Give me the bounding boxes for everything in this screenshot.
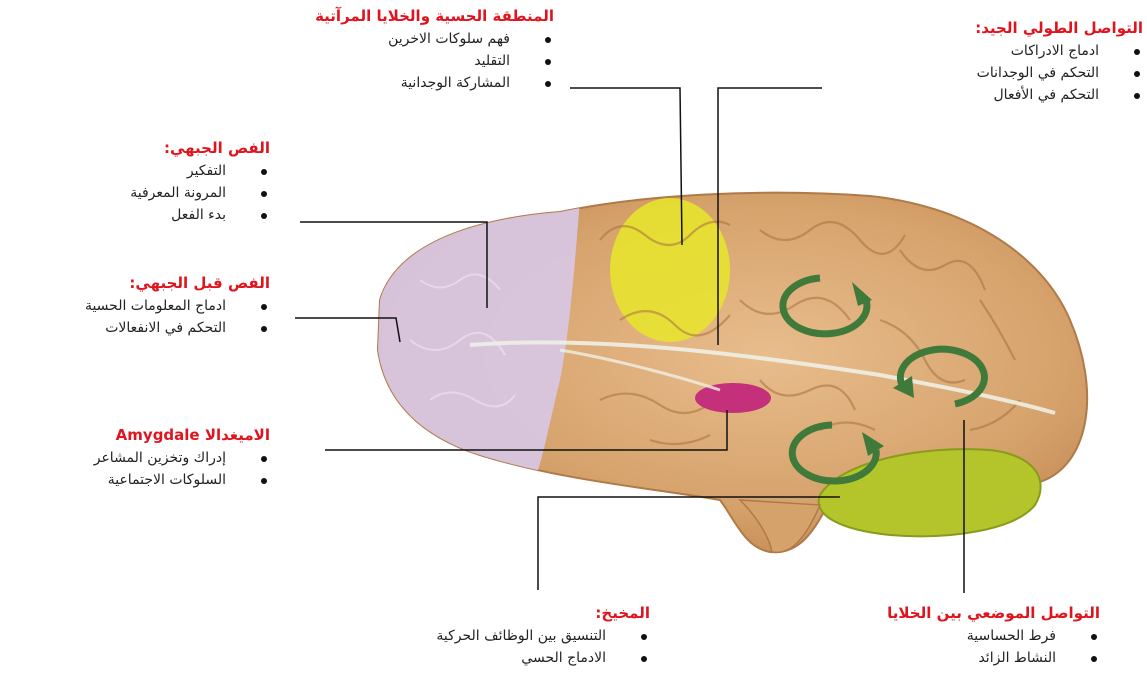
amygdala-region [695, 383, 771, 413]
label-long-connectivity: التواصل الطولي الجيد: ادماج الادراكات ال… [975, 18, 1143, 106]
label-cerebellum: المخيخ: التنسيق بين الوظائف الحركية الاد… [436, 603, 650, 669]
label-prefrontal-lobe: الفص قبل الجبهي: ادماج المعلومات الحسية … [85, 273, 270, 339]
list-item: التحكم في الوجدانات [975, 62, 1143, 84]
list-item: ادماج الادراكات [975, 40, 1143, 62]
label-sensory-mirror: المنطقة الحسية والخلايا المرآتية فهم سلو… [315, 6, 554, 94]
list-item: التنسيق بين الوظائف الحركية [436, 625, 650, 647]
list-item: التحكم في الأفعال [975, 84, 1143, 106]
list-item: ادماج المعلومات الحسية [85, 295, 270, 317]
list-item: النشاط الزائد [887, 647, 1100, 669]
list-item: المرونة المعرفية [130, 182, 270, 204]
label-amygdala: الاميغدالا Amygdale إدراك وتخزين المشاعر… [94, 425, 270, 491]
label-title: المنطقة الحسية والخلايا المرآتية [315, 6, 554, 26]
label-title: التواصل الموضعي بين الخلايا [887, 603, 1100, 623]
label-local-connectivity: التواصل الموضعي بين الخلايا فرط الحساسية… [887, 603, 1100, 669]
list-item: فهم سلوكات الاخرين [315, 28, 554, 50]
list-item: الادماج الحسي [436, 647, 650, 669]
list-item: التفكير [130, 160, 270, 182]
label-frontal-lobe: الفص الجبهي: التفكير المرونة المعرفية بد… [130, 138, 270, 226]
list-item: إدراك وتخزين المشاعر [94, 447, 270, 469]
list-item: التحكم في الانفعالات [85, 317, 270, 339]
list-item: السلوكات الاجتماعية [94, 469, 270, 491]
label-title: الفص الجبهي: [130, 138, 270, 158]
list-item: بدء الفعل [130, 204, 270, 226]
label-title: التواصل الطولي الجيد: [975, 18, 1143, 38]
label-title: المخيخ: [436, 603, 650, 623]
list-item: التقليد [315, 50, 554, 72]
label-title: الفص قبل الجبهي: [85, 273, 270, 293]
list-item: المشاركة الوجدانية [315, 72, 554, 94]
list-item: فرط الحساسية [887, 625, 1100, 647]
label-title: الاميغدالا Amygdale [94, 425, 270, 445]
